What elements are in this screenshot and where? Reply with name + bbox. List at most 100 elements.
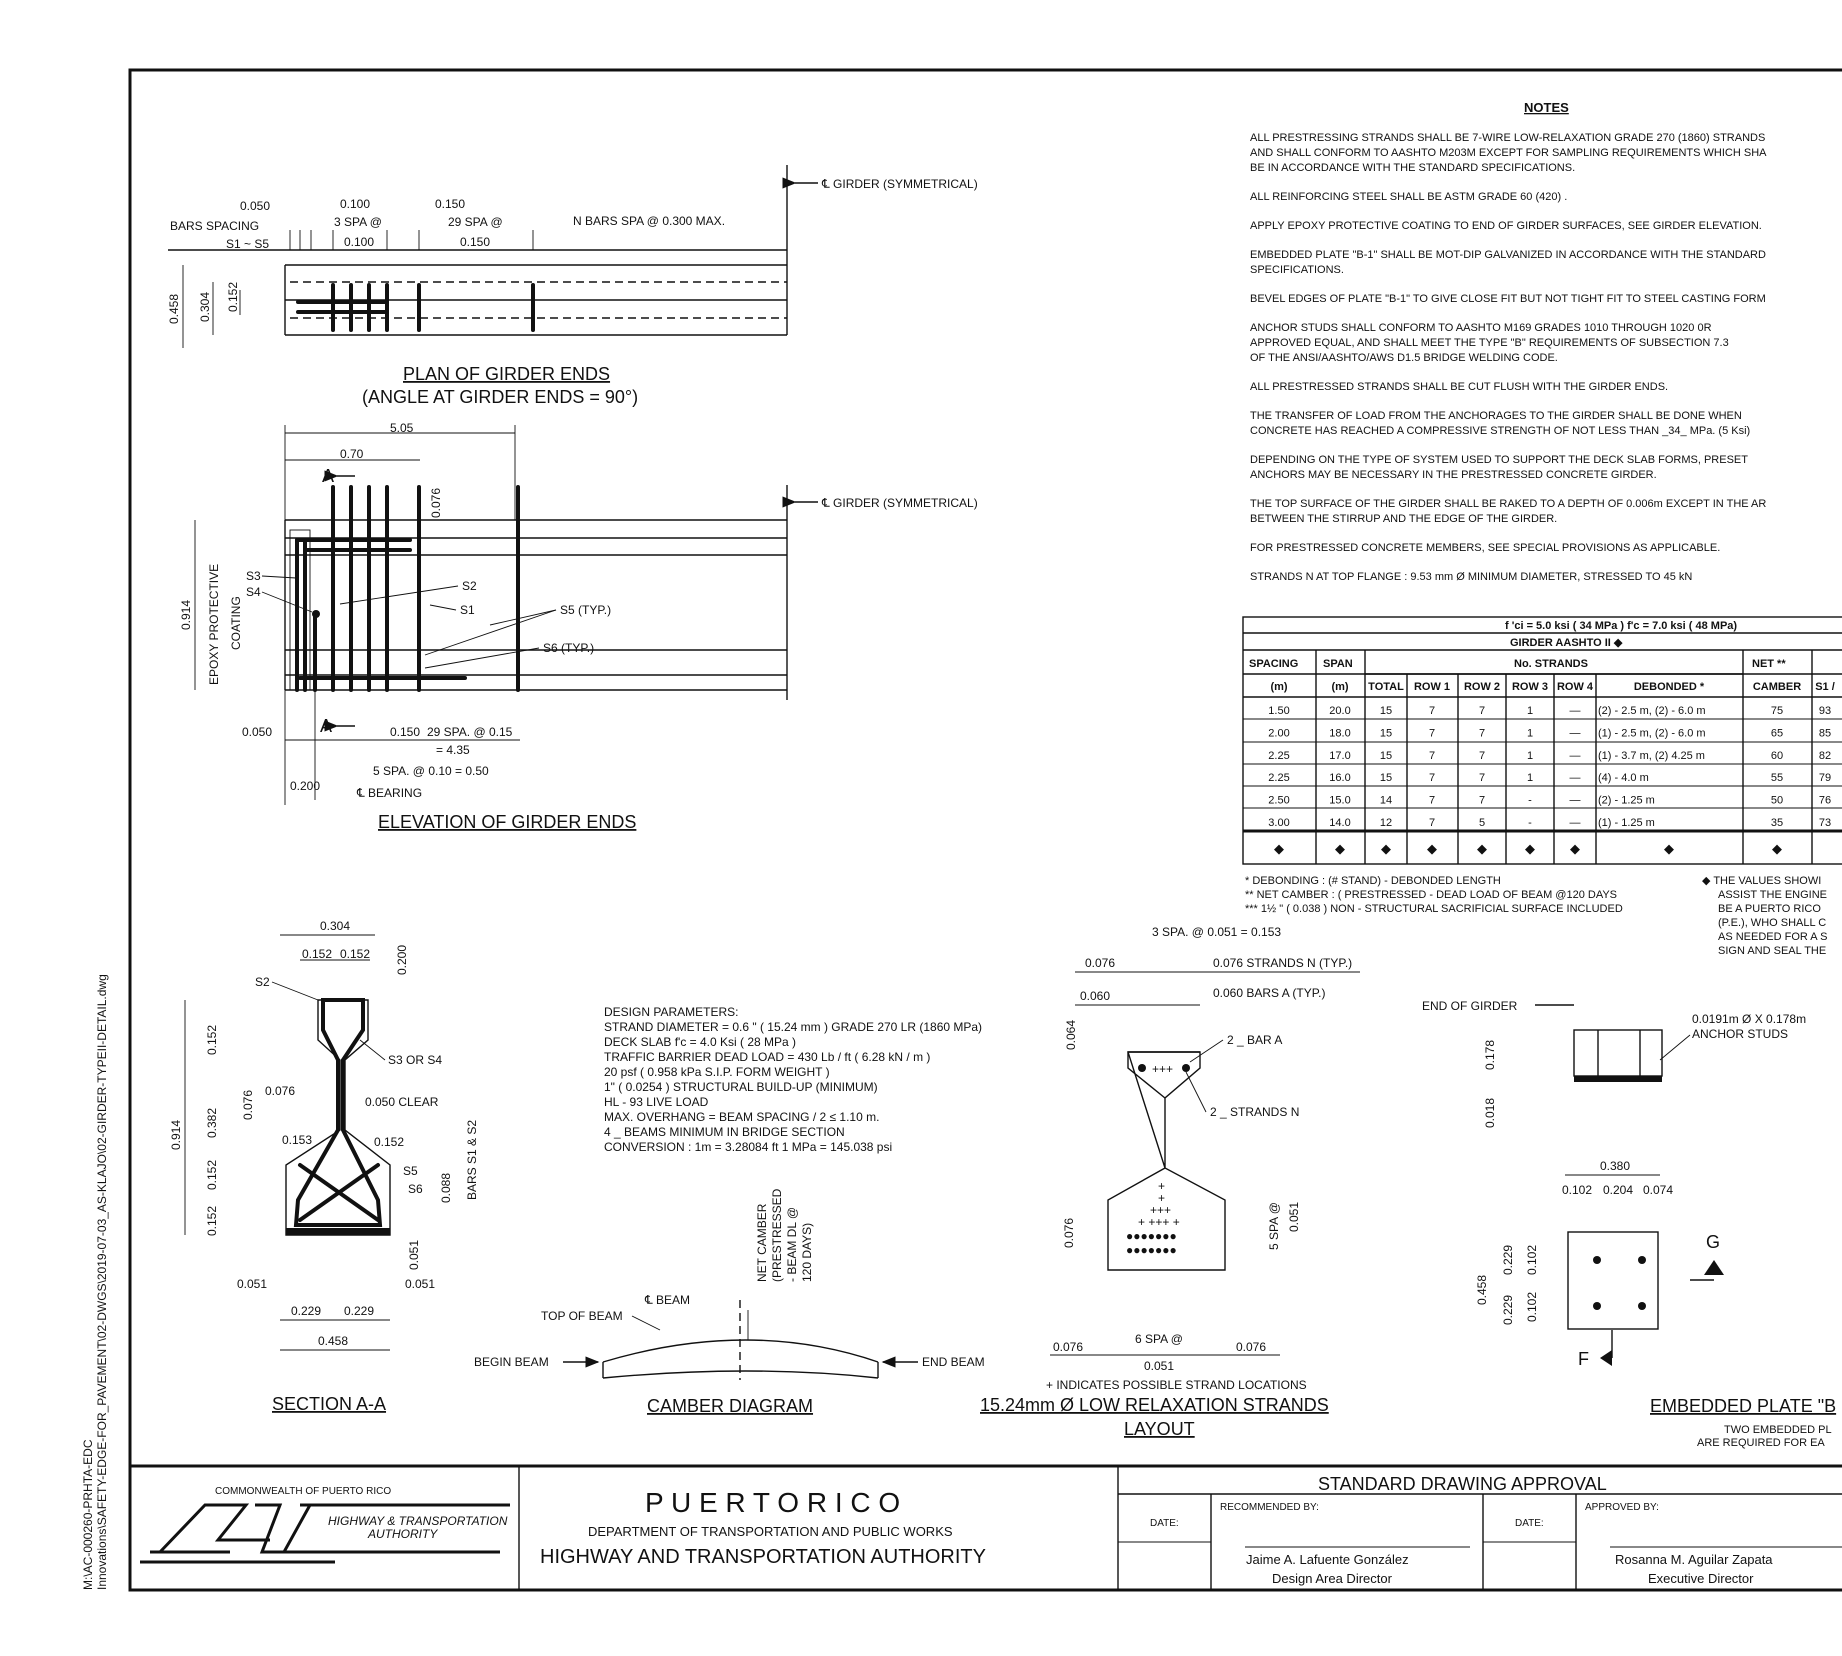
- svg-text:+ +++ +: + +++ +: [1138, 1215, 1180, 1229]
- plan-dim-0150: 0.150: [435, 197, 465, 211]
- table-diamond: ◆: [1525, 841, 1535, 856]
- plate-dim-0178: 0.178: [1483, 1040, 1497, 1070]
- strand-dim-0076c: 0.076: [1236, 1340, 1266, 1354]
- table-side-note-line: AS NEEDED FOR A S: [1718, 931, 1827, 943]
- plate-note-1: TWO EMBEDDED PL: [1724, 1424, 1832, 1436]
- strand-dim-0064: 0.064: [1064, 1020, 1078, 1050]
- section-dim-0229b: 0.229: [344, 1304, 374, 1318]
- section-dim-0153: 0.153: [282, 1133, 312, 1147]
- strand-5spa: 5 SPA @: [1267, 1202, 1281, 1250]
- strand-layout: +++ + + +++ + +++ + ●●●●●●● ●●●●●●● 3 SP…: [980, 925, 1360, 1439]
- strand-2-strands: 2 _ STRANDS N: [1210, 1105, 1299, 1119]
- strand-title-1: 15.24mm Ø LOW RELAXATION STRANDS: [980, 1395, 1329, 1415]
- camber-diagram: NET CAMBER (PRESTRESSED - BEAM DL @ 120 …: [474, 1188, 985, 1416]
- note-line-4: SPECIFICATIONS.: [1250, 264, 1344, 276]
- plate-dim-0018: 0.018: [1483, 1098, 1497, 1128]
- table-cell: 15: [1380, 750, 1392, 762]
- section-label-s5: S5: [403, 1164, 418, 1178]
- strand-5spa-value: 0.051: [1287, 1202, 1301, 1232]
- section-dim-0076w: 0.076: [265, 1084, 295, 1098]
- section-dim-0152a: 0.152: [302, 947, 332, 961]
- table-diamond-row: ◆◆◆◆◆◆◆◆◆: [1274, 841, 1782, 856]
- svg-text:+: +: [1158, 1191, 1165, 1205]
- section-dim-0152d: 0.152: [205, 1160, 219, 1190]
- table-cell: 50: [1771, 795, 1783, 807]
- section-dim-0152: 0.152: [205, 1025, 219, 1055]
- elevation-section-mark-top: A: [322, 466, 334, 486]
- table-cell: -: [1528, 795, 1532, 807]
- plate-dim-0229b: 0.229: [1501, 1295, 1515, 1325]
- file-path-line-1: M:\AC-000260-PRHTA-EDC: [81, 1439, 95, 1590]
- camber-top-of-beam: TOP OF BEAM: [541, 1309, 623, 1323]
- plan-3spa-value: 0.100: [344, 235, 374, 249]
- section-dim-0051v: 0.051: [407, 1240, 421, 1270]
- note-line-7: ALL PRESTRESSED STRANDS SHALL BE CUT FLU…: [1250, 381, 1668, 393]
- strand-bar-a: 2 _ BAR A: [1227, 1033, 1282, 1047]
- file-path-note: M:\AC-000260-PRHTA-EDC Innovations\SAFET…: [81, 974, 109, 1590]
- tb-recommended: RECOMMENDED BY:: [1220, 1502, 1319, 1513]
- table-diamond: ◆: [1664, 841, 1674, 856]
- section-dim-0076: 0.076: [241, 1090, 255, 1120]
- table-footnote-1: * DEBONDING : (# STAND) - DEBONDED LENGT…: [1245, 875, 1501, 887]
- table-cell: —: [1570, 727, 1581, 739]
- table-cell: 1.50: [1268, 705, 1289, 717]
- table-cell: 5: [1479, 817, 1485, 829]
- plate-end-of-girder: END OF GIRDER: [1422, 999, 1518, 1013]
- table-subheader: TOTAL: [1368, 681, 1404, 693]
- tb-role-2: Executive Director: [1648, 1571, 1754, 1586]
- note-line-10: THE TOP SURFACE OF THE GIRDER SHALL BE R…: [1250, 498, 1766, 510]
- table-cell: 7: [1429, 795, 1435, 807]
- elevation-bearing: ℄ BEARING: [356, 786, 422, 800]
- file-path-line-2: Innovations\SAFETY-EDGE-FOR_PAVEMENT\02-…: [95, 974, 109, 1590]
- elevation-of-girder-ends: ℄ GIRDER (SYMMETRICAL) 5.05 0.70 A 0.076: [179, 421, 978, 832]
- section-label-s6: S6: [408, 1182, 423, 1196]
- section-dim-0914: 0.914: [169, 1120, 183, 1150]
- note-line-2: ALL REINFORCING STEEL SHALL BE ASTM GRAD…: [1250, 191, 1567, 203]
- table-cell: (1) - 2.5 m, (2) - 6.0 m: [1598, 727, 1706, 739]
- strand-dim-0076b: 0.076: [1053, 1340, 1083, 1354]
- strand-dim-0076v: 0.076: [1062, 1218, 1076, 1248]
- table-cell: 7: [1479, 795, 1485, 807]
- camber-net-4: 120 DAYS): [800, 1223, 814, 1282]
- tb-name-2: Rosanna M. Aguilar Zapata: [1615, 1552, 1773, 1567]
- strand-dim-0060: 0.060: [1080, 989, 1110, 1003]
- table-cell: 15.0: [1329, 795, 1350, 807]
- table-cell: 15: [1380, 705, 1392, 717]
- table-side-note-line: ASSIST THE ENGINE: [1718, 889, 1827, 901]
- section-dim-0152c: 0.152: [374, 1135, 404, 1149]
- camber-title: CAMBER DIAGRAM: [647, 1396, 813, 1416]
- design-line-7: HL - 93 LIVE LOAD: [604, 1095, 709, 1109]
- table-cell: 35: [1771, 817, 1783, 829]
- table-cell: 65: [1771, 727, 1783, 739]
- table-cell: (2) - 1.25 m: [1598, 795, 1655, 807]
- design-line-10: CONVERSION : 1m = 3.28084 ft 1 MPa = 145…: [604, 1140, 892, 1154]
- camber-begin-beam: BEGIN BEAM: [474, 1355, 549, 1369]
- tb-hta-2: AUTHORITY: [367, 1527, 438, 1541]
- table-cell: (4) - 4.0 m: [1598, 772, 1649, 784]
- elevation-cl-label: ℄ GIRDER (SYMMETRICAL): [821, 496, 978, 510]
- section-label-s3-s4: S3 OR S4: [388, 1053, 442, 1067]
- elevation-title: ELEVATION OF GIRDER ENDS: [378, 812, 636, 832]
- section-dim-0458: 0.458: [318, 1334, 348, 1348]
- table-cell: 76: [1819, 795, 1831, 807]
- note-line-9: ANCHORS MAY BE NECESSARY IN THE PRESTRES…: [1250, 469, 1657, 481]
- tb-puerto-rico: P U E R T O R I C O: [645, 1487, 900, 1518]
- strand-6spa: 6 SPA @: [1135, 1332, 1183, 1346]
- table-cell: —: [1570, 795, 1581, 807]
- plate-dim-0074: 0.074: [1643, 1183, 1673, 1197]
- notes-block: NOTES ALL PRESTRESSING STRANDS SHALL BE …: [1250, 100, 1767, 583]
- note-line-9: DEPENDING ON THE TYPE OF SYSTEM USED TO …: [1250, 454, 1748, 466]
- tb-date-2: DATE:: [1515, 1518, 1544, 1529]
- table-cell: 1: [1527, 727, 1533, 739]
- plate-dim-0380: 0.380: [1600, 1159, 1630, 1173]
- table-subheader: ROW 2: [1464, 681, 1500, 693]
- plan-dim-0304: 0.304: [198, 292, 212, 322]
- table-footnote-2: ** NET CAMBER : ( PRESTRESSED - DEAD LOA…: [1245, 889, 1617, 901]
- table-cell: (2) - 2.5 m, (2) - 6.0 m: [1598, 705, 1706, 717]
- section-a-a: 0.304 0.152 0.152 0.200 S2 S3 OR S4 0.05…: [169, 919, 479, 1414]
- table-subheader: ROW 4: [1557, 681, 1594, 693]
- plan-dim-0152: 0.152: [226, 282, 240, 312]
